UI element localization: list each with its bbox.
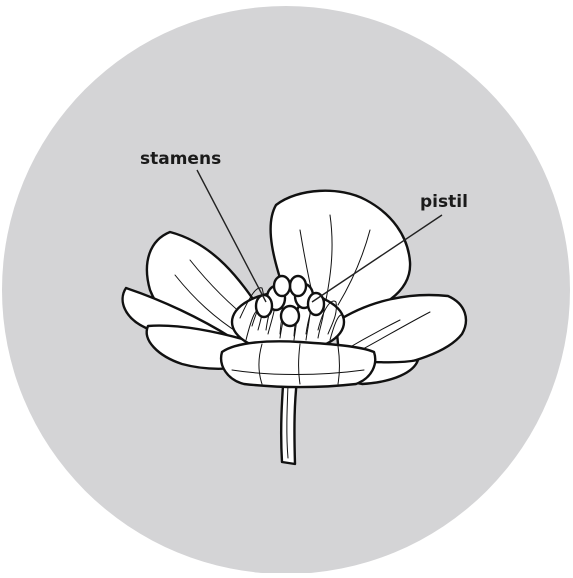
pistil-label: pistil [420,192,468,212]
stamens-label: stamens [140,149,221,169]
